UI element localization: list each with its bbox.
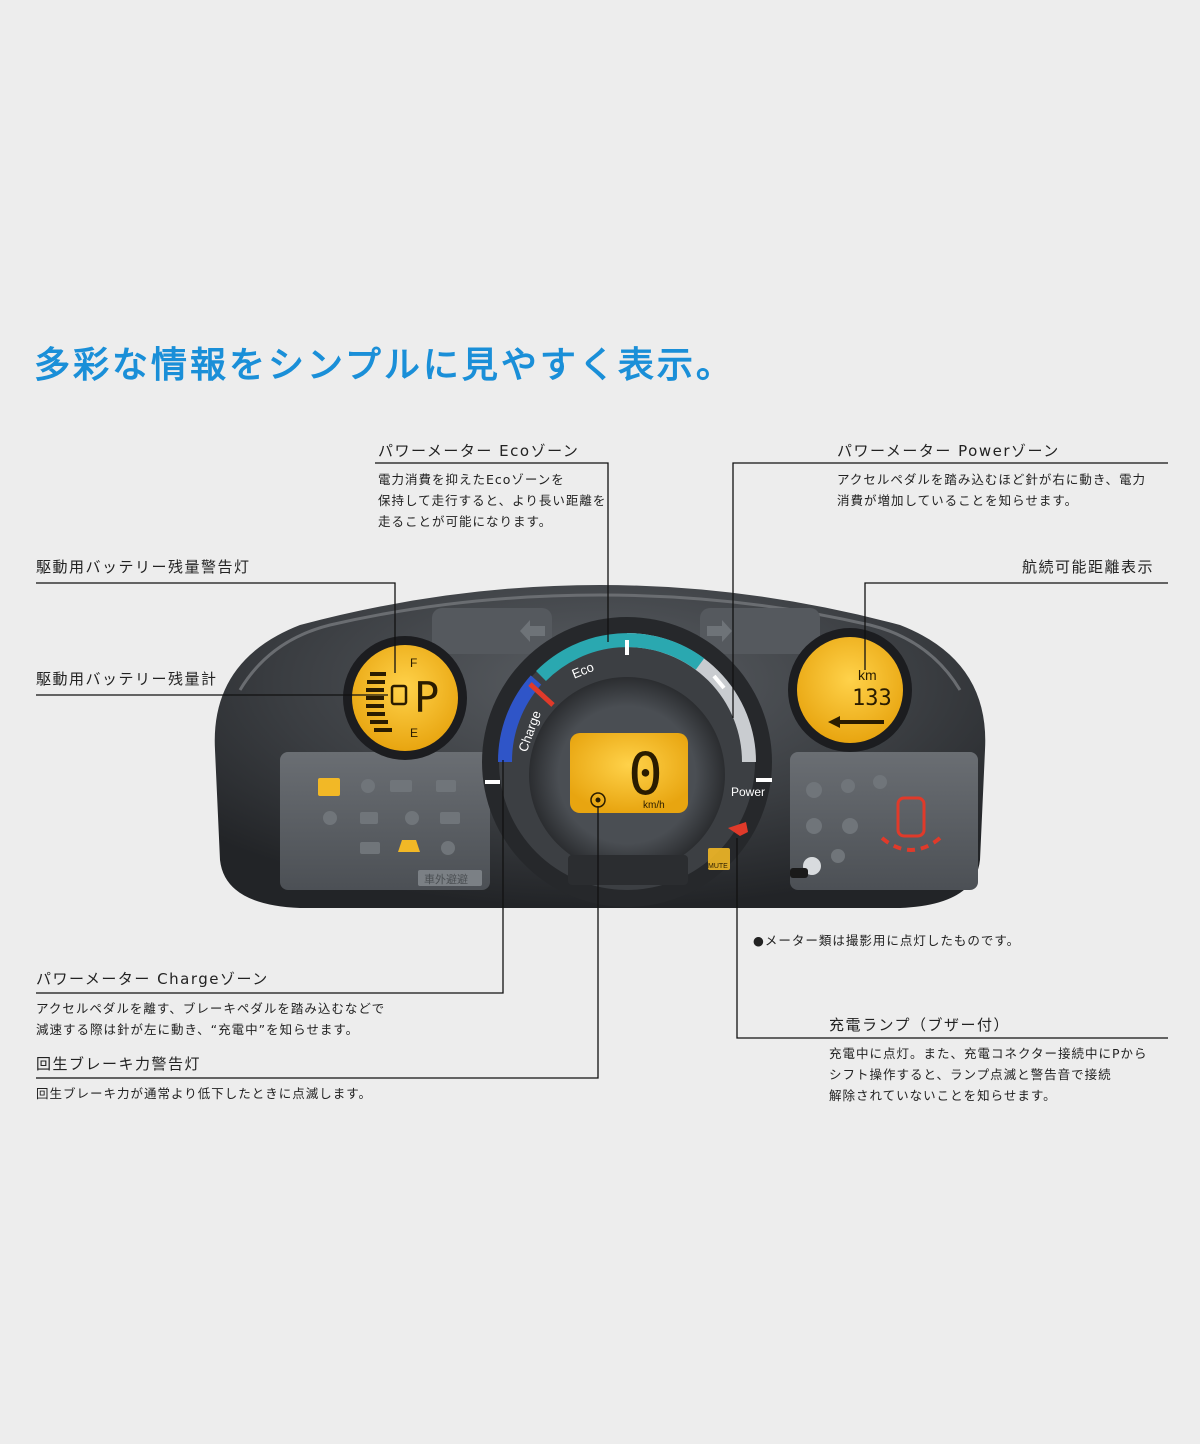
speed-value: 0 — [628, 740, 663, 808]
charge-lamp-desc: 充電中に点灯。また、充電コネクター接続中にPから シフト操作すると、ランプ点滅と… — [829, 1046, 1148, 1103]
charge-zone-desc: アクセルペダルを離す、ブレーキペダルを踏み込むなどで 減速する際は針が左に動き、… — [36, 1001, 386, 1037]
eco-zone-desc: 電力消費を抑えたEcoゾーンを 保持して走行すると、より長い距離を 走ることが可… — [378, 472, 607, 529]
power-zone-title: パワーメーター Powerゾーン — [837, 442, 1060, 460]
battery-gauge-title: 駆動用バッテリー残量計 — [36, 670, 218, 688]
mute-label: MUTE — [708, 863, 728, 870]
eco-arc — [536, 633, 705, 682]
power-zone-desc: アクセルペダルを踏み込むほど針が右に動き、電力 消費が増加していることを知らせま… — [837, 472, 1147, 508]
parking-sensor-car-icon — [896, 796, 926, 838]
range-unit: km — [858, 667, 877, 683]
battery-warning-title: 駆動用バッテリー残量警告灯 — [36, 558, 251, 576]
eco-zone-title: パワーメーター Ecoゾーン — [378, 442, 580, 460]
arc-label-power: Power — [731, 785, 765, 799]
eco-mode-indicator-icon — [318, 778, 340, 796]
charge-zone-title: パワーメーター Chargeゾーン — [36, 970, 269, 988]
range-arrow-icon — [828, 716, 884, 728]
battery-level-bars — [366, 672, 392, 732]
evac-label: 車外避避 — [424, 872, 468, 886]
range-value: 133 — [852, 686, 892, 711]
battery-empty-mark: E — [410, 726, 418, 740]
p-mute-icon — [708, 848, 730, 870]
charge-lamp-title: 充電ランプ（ブザー付） — [829, 1016, 1011, 1034]
gear-indicator: P — [414, 673, 439, 722]
regen-warning-title: 回生ブレーキ力警告灯 — [36, 1055, 202, 1073]
headline: 多彩な情報をシンプルに見やすく表示。 — [34, 345, 735, 386]
battery-full-mark: F — [410, 656, 417, 670]
speed-unit: km/h — [643, 800, 665, 811]
plug-icon — [390, 684, 408, 706]
charge-lamp-icon — [728, 822, 748, 836]
regen-redline — [528, 682, 555, 707]
range-title: 航続可能距離表示 — [1022, 558, 1155, 576]
regen-warning-desc: 回生ブレーキ力が通常より低下したときに点滅します。 — [36, 1086, 373, 1101]
photo-note: ●メーター類は撮影用に点灯したものです。 — [753, 933, 1021, 948]
turn-right-icon — [707, 620, 732, 642]
